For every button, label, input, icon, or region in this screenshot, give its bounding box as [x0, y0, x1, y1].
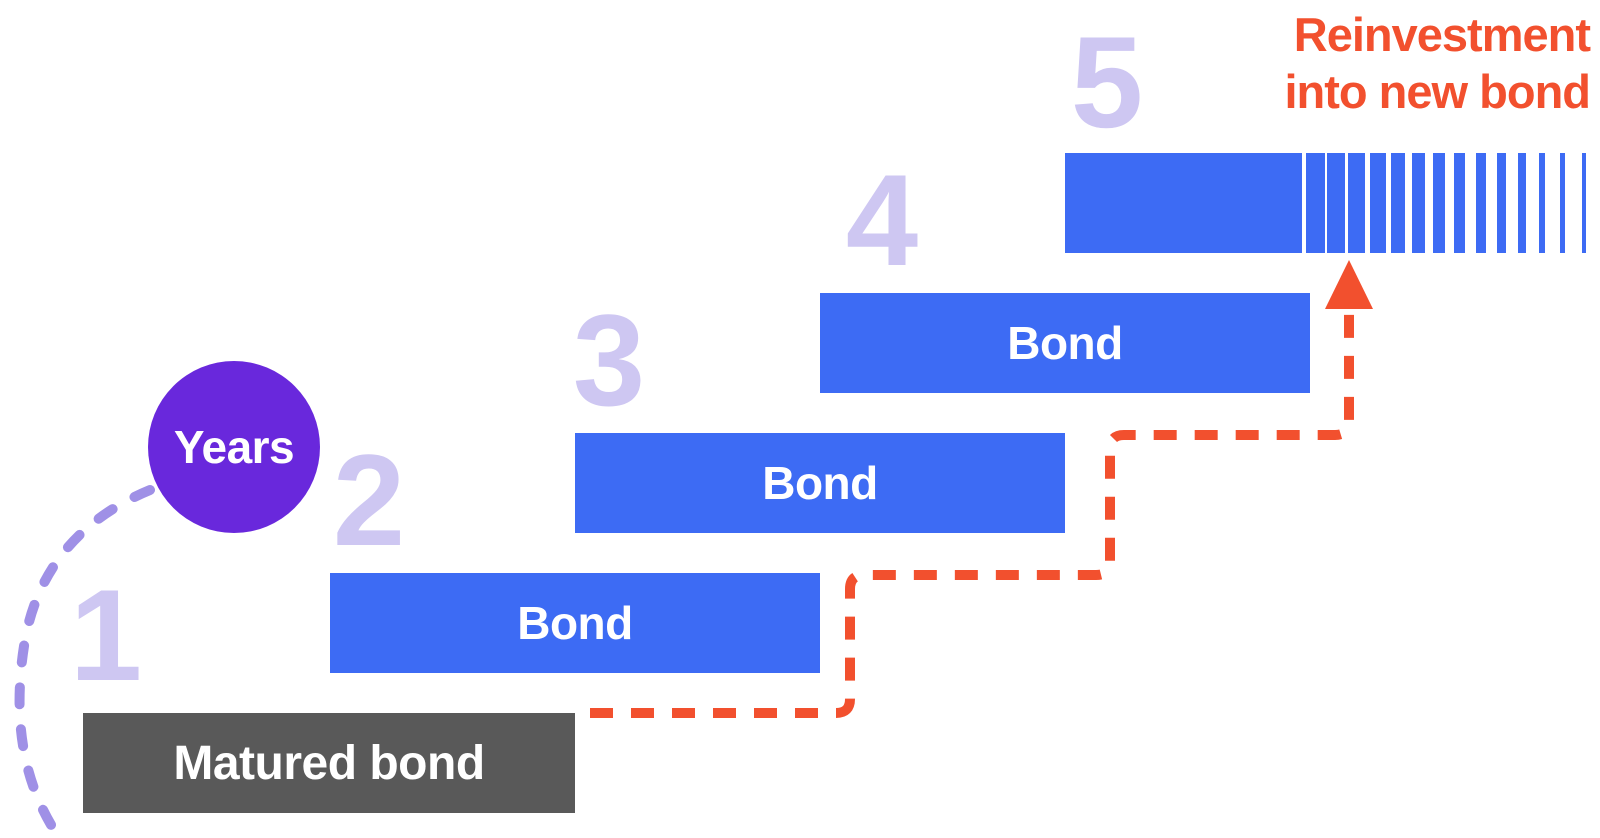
bar-bond-year2: Bond — [330, 573, 820, 673]
bar-bond-year3: Bond — [575, 433, 1065, 533]
bond-stripe — [1327, 153, 1345, 253]
bond-stripe — [1306, 153, 1325, 253]
bond-stripe — [1454, 153, 1465, 253]
bond-stripe — [1391, 153, 1405, 253]
reinvestment-label-line2: into new bond — [1284, 65, 1591, 118]
bond-stripe — [1539, 153, 1545, 253]
years-badge-label: Years — [173, 421, 295, 473]
reinvestment-label-line1: Reinvestment — [1293, 8, 1591, 61]
bond-stripe — [1433, 153, 1445, 253]
bar-bond-year5-fading — [1065, 153, 1590, 253]
reinvestment-label: Reinvestment into new bond — [1285, 6, 1591, 120]
bond-stripe — [1370, 153, 1386, 253]
bond-stripe — [1348, 153, 1365, 253]
years-curve-dashed — [14, 485, 155, 838]
bar-bond-year5-solid — [1065, 153, 1302, 253]
year-number-4: 4 — [845, 147, 918, 293]
bar-bond-year2-label: Bond — [517, 597, 633, 649]
years-badge: Years — [148, 361, 320, 533]
bar-bond-year3-label: Bond — [762, 457, 878, 509]
bond-stripe — [1560, 153, 1565, 253]
bar-bond-year4: Bond — [820, 293, 1310, 393]
reinvestment-path-dashed — [590, 314, 1354, 718]
year-number-1: 1 — [69, 562, 142, 708]
bond-stripe — [1412, 153, 1425, 253]
year-number-3: 3 — [572, 287, 645, 433]
year-number-2: 2 — [332, 427, 405, 573]
bar-bond-year4-label: Bond — [1007, 317, 1123, 369]
bond-stripe — [1582, 153, 1586, 253]
bond-stripe — [1518, 153, 1526, 253]
bar-matured-bond-label: Matured bond — [173, 736, 485, 790]
year-number-5: 5 — [1070, 9, 1143, 155]
reinvestment-arrowhead-icon — [1325, 260, 1373, 309]
bond-stripe — [1497, 153, 1506, 253]
bond-stripe — [1476, 153, 1486, 253]
bar-matured-bond: Matured bond — [83, 713, 575, 813]
